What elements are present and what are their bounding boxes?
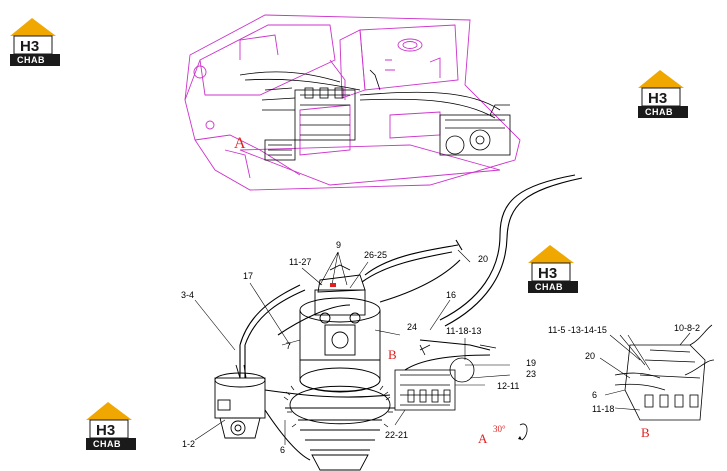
part-label: 19 — [526, 358, 536, 368]
logo-bottom-left: H3 CHAB — [86, 402, 136, 450]
swing-drive — [285, 264, 395, 471]
part-label: 11-18 — [592, 404, 614, 414]
hose-lines — [239, 174, 583, 461]
svg-text:H3: H3 — [96, 422, 115, 439]
logo-roof-icon — [10, 18, 56, 36]
part-label: 11-18-13 — [446, 326, 481, 336]
upper-pump — [359, 69, 511, 156]
part-label: 20 — [585, 351, 595, 361]
part-label: 17 — [243, 271, 253, 281]
part-labels: 9 11-27 26-25 17 20 3-4 16 24 7 11-18-13… — [181, 240, 700, 455]
part-label: 20 — [478, 254, 488, 264]
view-label-a-top: A — [234, 135, 246, 152]
svg-text:H3: H3 — [648, 90, 667, 107]
part-label: 24 — [407, 322, 417, 332]
svg-text:CHAB: CHAB — [645, 107, 673, 117]
logo-top-left: H3 CHAB — [10, 18, 60, 66]
leader-lines — [194, 249, 691, 445]
view-annotations: A B A 30° B — [234, 135, 650, 446]
logo-roof-icon — [528, 245, 574, 263]
part-label: 6 — [592, 390, 597, 400]
part-label: 11-5 -13-14-15 — [548, 325, 607, 335]
view-label-b-detail: B — [641, 425, 650, 440]
part-label: 16 — [446, 290, 456, 300]
angle-label: 30° — [493, 424, 506, 434]
svg-text:H3: H3 — [20, 38, 39, 55]
part-label: 7 — [286, 341, 291, 351]
view-label-b-main: B — [388, 347, 397, 362]
detail-b — [614, 324, 715, 421]
rotation-arrow-icon — [519, 423, 528, 441]
part-label: 12-11 — [497, 381, 519, 391]
part-label: 6 — [280, 445, 285, 455]
part-label: 22-21 — [385, 430, 408, 440]
valve-bank — [394, 344, 497, 411]
travel-motor — [214, 364, 266, 439]
part-label: 26-25 — [364, 250, 387, 260]
svg-text:CHAB: CHAB — [93, 439, 121, 449]
logo-middle: H3 CHAB — [528, 245, 578, 293]
part-label: 9 — [336, 240, 341, 250]
part-label: 10-8-2 — [674, 323, 700, 333]
gear-teeth — [283, 385, 393, 428]
marker-icon — [330, 283, 336, 287]
part-label: 1-2 — [182, 439, 195, 449]
view-label-a-bottom: A — [478, 431, 488, 446]
svg-text:H3: H3 — [538, 265, 557, 282]
logo-top-right: H3 CHAB — [638, 70, 688, 118]
upper-valve-bank — [239, 71, 361, 161]
part-label: 23 — [526, 369, 536, 379]
logo-roof-icon — [638, 70, 684, 88]
upper-frame-drawing — [184, 14, 521, 191]
svg-text:CHAB: CHAB — [17, 55, 45, 65]
arrowhead-icon — [518, 436, 522, 440]
logo-roof-icon — [86, 402, 132, 420]
svg-text:CHAB: CHAB — [535, 282, 563, 292]
part-label: 3-4 — [181, 290, 194, 300]
part-label: 11-27 — [289, 257, 311, 267]
